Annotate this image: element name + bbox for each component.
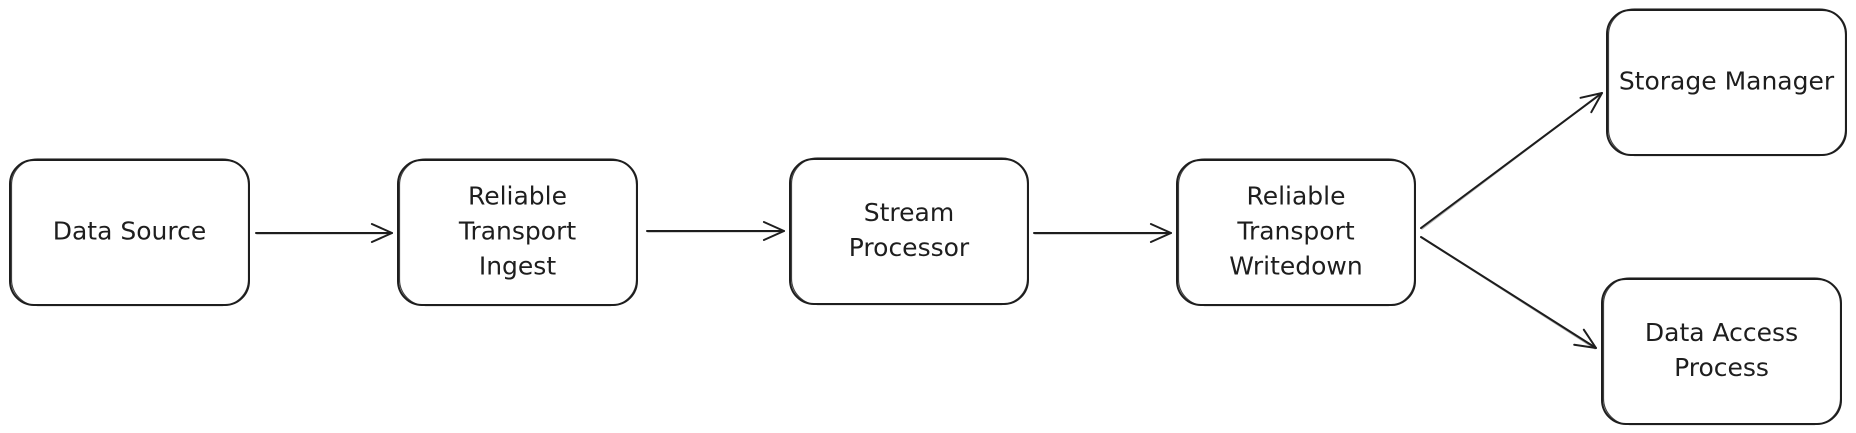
edge-reliable_transport_ingest-to-stream_processor — [646, 221, 785, 241]
arrowhead-icon — [370, 223, 393, 243]
arrowhead-icon — [1579, 92, 1603, 114]
arrowhead-icon — [762, 221, 785, 241]
node-box-sketch — [10, 158, 250, 307]
edge-line-sketch — [1421, 92, 1602, 230]
node-label-line: Stream — [864, 198, 954, 227]
node-box-sketch — [790, 157, 1029, 306]
edge-line — [1420, 92, 1603, 229]
node-label-line: Process — [1674, 353, 1769, 382]
node-data-source[interactable]: Data Source — [9, 158, 250, 307]
node-box — [1601, 278, 1842, 425]
arrowhead-icon — [1149, 223, 1172, 243]
edge-stream_processor-to-reliable_transport_writedown — [1033, 223, 1172, 243]
edge-data_source-to-reliable_transport_ingest — [255, 223, 393, 243]
node-label-line: Reliable — [468, 182, 567, 211]
node-label-line: Transport — [1236, 217, 1355, 246]
node-label-line: Data Source — [53, 217, 207, 246]
node-box-sketch — [1177, 158, 1416, 307]
node-box-sketch — [1607, 8, 1847, 157]
node-label-line: Data Access — [1645, 318, 1798, 347]
node-storage-manager[interactable]: Storage Manager — [1606, 8, 1847, 157]
node-label-line: Processor — [849, 233, 970, 262]
edge-line-sketch — [1421, 236, 1596, 350]
node-label-line: Storage Manager — [1619, 67, 1835, 96]
node-label-line: Reliable — [1246, 182, 1345, 211]
node-box-sketch — [1602, 277, 1842, 426]
node-label-line: Transport — [458, 217, 577, 246]
edge-reliable_transport_writedown-to-data_access_process — [1420, 236, 1597, 350]
edge-line — [1420, 236, 1597, 349]
node-label-line: Ingest — [479, 252, 556, 281]
node-box-sketch — [398, 158, 638, 307]
node-box — [789, 158, 1029, 305]
edge-reliable_transport_writedown-to-storage_manager — [1420, 92, 1603, 230]
edges-layer — [255, 92, 1603, 350]
arrowhead-icon — [1573, 328, 1597, 349]
node-label-line: Writedown — [1229, 252, 1362, 281]
